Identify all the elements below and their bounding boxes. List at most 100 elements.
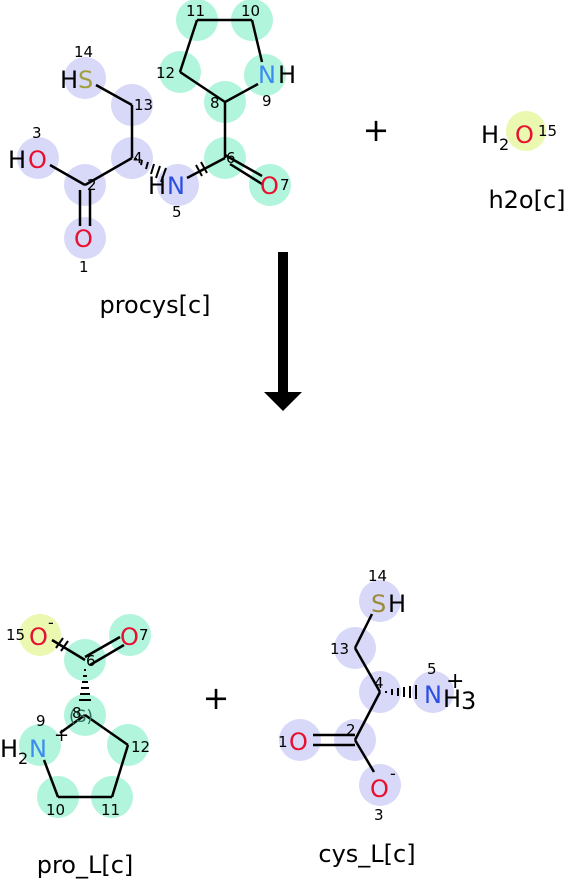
highlight-atom-14: [359, 580, 401, 622]
arrow-head: [264, 392, 302, 411]
num-4: 4: [374, 674, 384, 692]
atom-O7: O: [120, 623, 139, 651]
num-13: 13: [134, 96, 153, 114]
h2o-h: H: [481, 121, 499, 149]
molecule-cys-L: S H N H 3 + O O - 1 2 3 4 5 13 14 cys_L[…: [278, 567, 476, 868]
bond-13-14: [95, 83, 133, 107]
molecule-name-procys: procys[c]: [99, 291, 210, 319]
num-14: 14: [368, 567, 387, 585]
bond-10-9: [42, 759, 60, 798]
bond-12-11: [110, 744, 130, 798]
num-15: 15: [6, 626, 25, 644]
cys-atom-labels: S H N H 3 + O O -: [289, 590, 476, 803]
procys-amide-mark: [195, 161, 208, 177]
atom-S14-h: H: [60, 66, 78, 94]
highlight-atom-3: [359, 764, 401, 806]
charge-N5: +: [446, 669, 464, 694]
atom-N5-h: H: [148, 172, 166, 200]
bond-12-8: [179, 70, 226, 104]
highlight-atom-15: [19, 614, 61, 656]
procys-hash-wedge: [135, 158, 167, 183]
procys-atom-numbers: 1 2 3 4 5 6 7 8 9 10 11 12 13 14: [32, 2, 290, 276]
charge-O15: -: [48, 613, 54, 632]
num-8: 8: [72, 704, 82, 722]
bond-6-7a: [224, 153, 263, 178]
atom-N5-subscript: 3: [461, 687, 476, 715]
h2o-subscript: 2: [499, 135, 509, 154]
atom-O1: O: [74, 225, 93, 253]
bond-8-9: [224, 82, 259, 104]
num-4: 4: [133, 149, 143, 167]
num-1: 1: [278, 733, 288, 751]
bond-15-6: [51, 638, 86, 662]
highlight-atom-7: [109, 614, 151, 656]
num-5: 5: [427, 660, 437, 678]
bond-13-4: [353, 647, 382, 693]
num-5: 5: [172, 203, 182, 221]
highlight-atom-5: [412, 671, 454, 713]
h2o-o: O: [515, 121, 534, 149]
molecule-name-cys-L: cys_L[c]: [318, 840, 415, 868]
pro-hash-wedge: [79, 669, 91, 701]
atom-O3: O: [370, 775, 389, 803]
molecule-name-h2o: h2o[c]: [488, 186, 565, 214]
num-1: 1: [79, 258, 89, 276]
atom-N5: N: [424, 681, 442, 709]
bond-9-10: [250, 19, 264, 63]
atom-N9-h: H: [0, 735, 18, 763]
bond-2-4: [84, 156, 133, 187]
bond-6-7a: [84, 635, 121, 659]
charge-N9: +: [54, 725, 69, 746]
atom-N9: N: [258, 61, 276, 89]
num-2: 2: [346, 721, 356, 739]
highlight-atom-1: [64, 217, 106, 259]
procys-bonds: [49, 18, 264, 226]
reaction-arrow: [264, 252, 302, 411]
atom-N5-h: H: [443, 685, 461, 713]
molecule-pro-L: O - O H 2 N + (S) 6 7 8 9 10 11 12 15 pr…: [0, 613, 151, 879]
atom-N5: N: [167, 172, 185, 200]
num-6: 6: [226, 149, 236, 167]
charge-O3: -: [390, 764, 396, 783]
num-14: 14: [74, 43, 93, 61]
cys-highlights: [279, 580, 454, 806]
highlight-atom-5: [157, 164, 199, 206]
highlight-atom-9: [19, 724, 61, 766]
atom-N9-subscript: 2: [18, 749, 28, 768]
bond-9-8: [59, 713, 86, 735]
num-12: 12: [156, 64, 175, 82]
pro-atom-labels: O - O H 2 N + (S): [0, 613, 139, 768]
molecule-name-pro-L: pro_L[c]: [37, 851, 134, 879]
num-8: 8: [210, 94, 220, 112]
plus-sign-bottom: +: [203, 679, 230, 717]
highlight-atom-14: [64, 57, 106, 99]
molecule-h2o: H 2 O 15 h2o[c]: [481, 111, 566, 214]
num-12: 12: [131, 738, 150, 756]
bond-2-3: [49, 163, 86, 187]
pro-highlights: [19, 614, 151, 818]
cys-hash-wedge: [385, 685, 417, 699]
bond-4-2: [353, 691, 382, 741]
num-15-water: 15: [538, 122, 557, 140]
bond-14-13: [353, 613, 374, 649]
num-9: 9: [262, 92, 272, 110]
atom-N9-h: H: [278, 61, 296, 89]
pro-bonds: [42, 635, 130, 799]
highlight-atom-1: [279, 719, 321, 761]
bond-6-7b: [89, 643, 125, 667]
atom-N9: N: [29, 735, 47, 763]
num-3: 3: [32, 124, 42, 142]
num-3: 3: [374, 806, 384, 824]
bond-5-6: [186, 156, 226, 180]
atom-S14: S: [371, 590, 386, 618]
atom-O3-h: H: [8, 146, 26, 174]
num-11: 11: [186, 2, 205, 20]
num-2: 2: [87, 176, 97, 194]
bond-8-12: [84, 713, 129, 747]
cys-atom-numbers: 1 2 3 4 5 13 14: [278, 567, 437, 824]
stereo-label: (S): [69, 707, 93, 727]
atom-O3: O: [28, 146, 47, 174]
atom-S14: S: [78, 66, 93, 94]
pro-atom-numbers: 6 7 8 9 10 11 12 15: [6, 626, 150, 819]
